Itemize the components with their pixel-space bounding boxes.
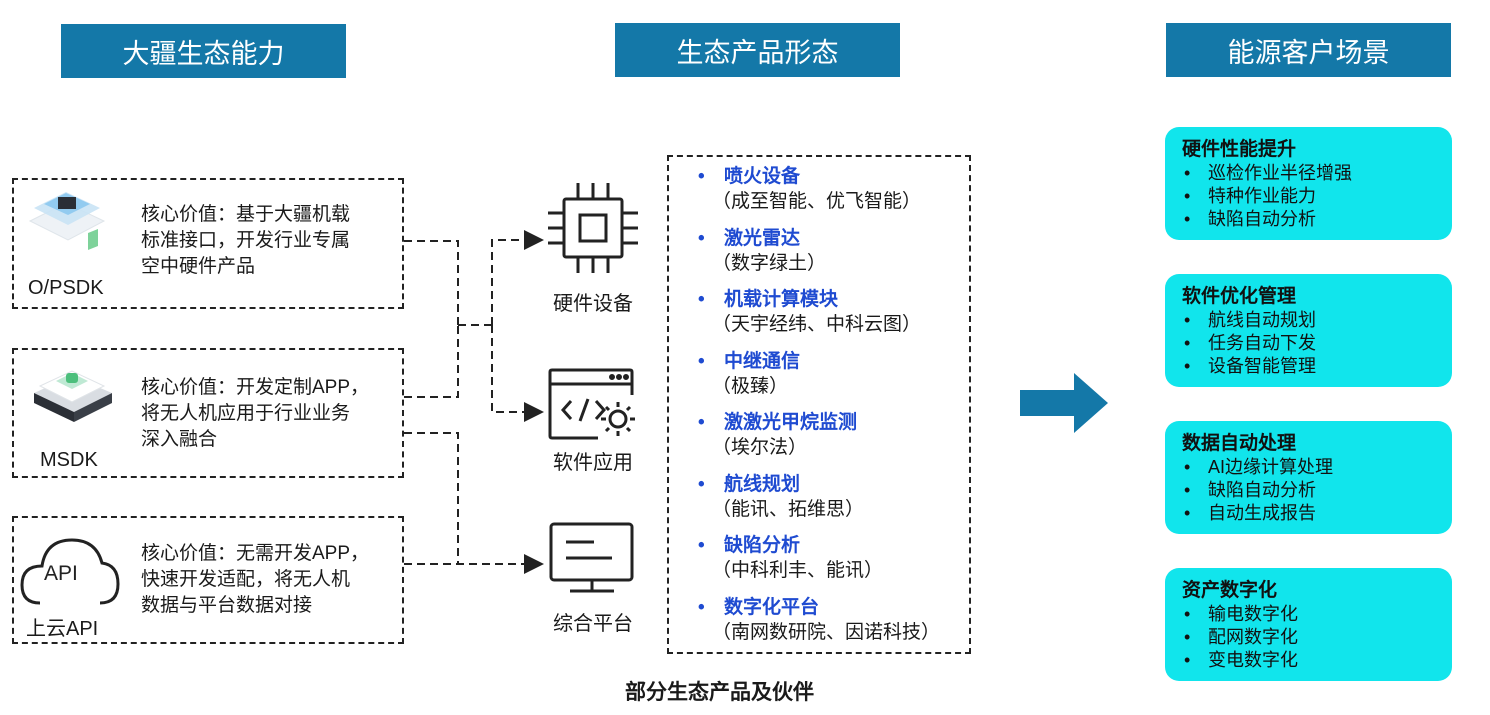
chip-icon (548, 183, 638, 273)
connector-msdk-lower (404, 432, 459, 564)
header-product-forms: 生态产品形态 (615, 23, 900, 77)
product-item: •航线规划 （能讯、拓维思） (698, 473, 865, 520)
source-label-opsdk: O/PSDK (28, 277, 104, 299)
source-box-cloud-api (12, 516, 404, 644)
scenario-card-data: 数据自动处理 •AI边缘计算处理 •缺陷自动分析 •自动生成报告 (1165, 421, 1452, 534)
product-item: •缺陷分析 （中科利丰、能讯） (698, 535, 884, 581)
msdk-device-icon (34, 370, 112, 422)
core-value-msdk: 核心价值：开发定制APP， 将无人机应用于行业业务 深入融合 (141, 377, 370, 450)
source-label-cloud-api: 上云API (26, 618, 99, 640)
connector-msdk-upper (404, 325, 459, 398)
monitor-icon (549, 522, 634, 593)
arrow-to-software (491, 325, 544, 422)
product-item: •机载计算模块 （天宇经纬、中科云图） (698, 289, 922, 335)
header-dji-ecosystem: 大疆生态能力 (61, 24, 346, 78)
connector-opsdk (404, 240, 459, 325)
product-item: •数字化平台 （南网数研院、因诺科技） (698, 596, 941, 643)
source-label-msdk: MSDK (40, 449, 98, 471)
code-window-gear-icon (548, 368, 635, 440)
scenario-card-assets: 资产数字化 •输电数字化 •配网数字化 •变电数字化 (1165, 568, 1452, 681)
api-cloud-icon: API (20, 538, 120, 605)
flow-arrow-icon (1020, 373, 1108, 433)
product-type-software: 软件应用 (553, 452, 633, 474)
product-partner-list: •喷火设备 （成至智能、优飞智能） •激光雷达 （数字绿土） •机载计算模块 （… (698, 164, 970, 656)
product-partner-box (667, 155, 971, 654)
product-item: •激光雷达 （数字绿土） (698, 227, 827, 274)
product-item: •喷火设备 （成至智能、优飞智能） (698, 166, 922, 212)
product-item: •激激光甲烷监测 （埃尔法） (698, 412, 858, 458)
scenario-card-software: 软件优化管理 •航线自动规划 •任务自动下发 •设备智能管理 (1165, 274, 1452, 387)
source-box-msdk (12, 348, 404, 478)
core-value-opsdk: 核心价值：基于大疆机载 标准接口，开发行业专属 空中硬件产品 (141, 204, 351, 277)
source-box-opsdk (12, 178, 404, 309)
core-value-cloud-api: 核心价值：无需开发APP， 快速开发适配，将无人机 数据与平台数据对接 (141, 543, 370, 616)
product-type-platform: 综合平台 (553, 613, 633, 635)
psdk-module-icon (28, 192, 106, 250)
product-partner-caption: 部分生态产品及伙伴 (625, 681, 814, 704)
scenario-card-hardware: 硬件性能提升 •巡检作业半径增强 •特种作业能力 •缺陷自动分析 (1165, 127, 1452, 240)
arrow-to-hardware (491, 230, 544, 325)
svg-text:API: API (44, 562, 78, 585)
product-type-hardware: 硬件设备 (553, 293, 633, 315)
product-item: •中继通信 （极臻） (698, 350, 801, 397)
header-energy-scenarios: 能源客户场景 (1166, 23, 1451, 77)
